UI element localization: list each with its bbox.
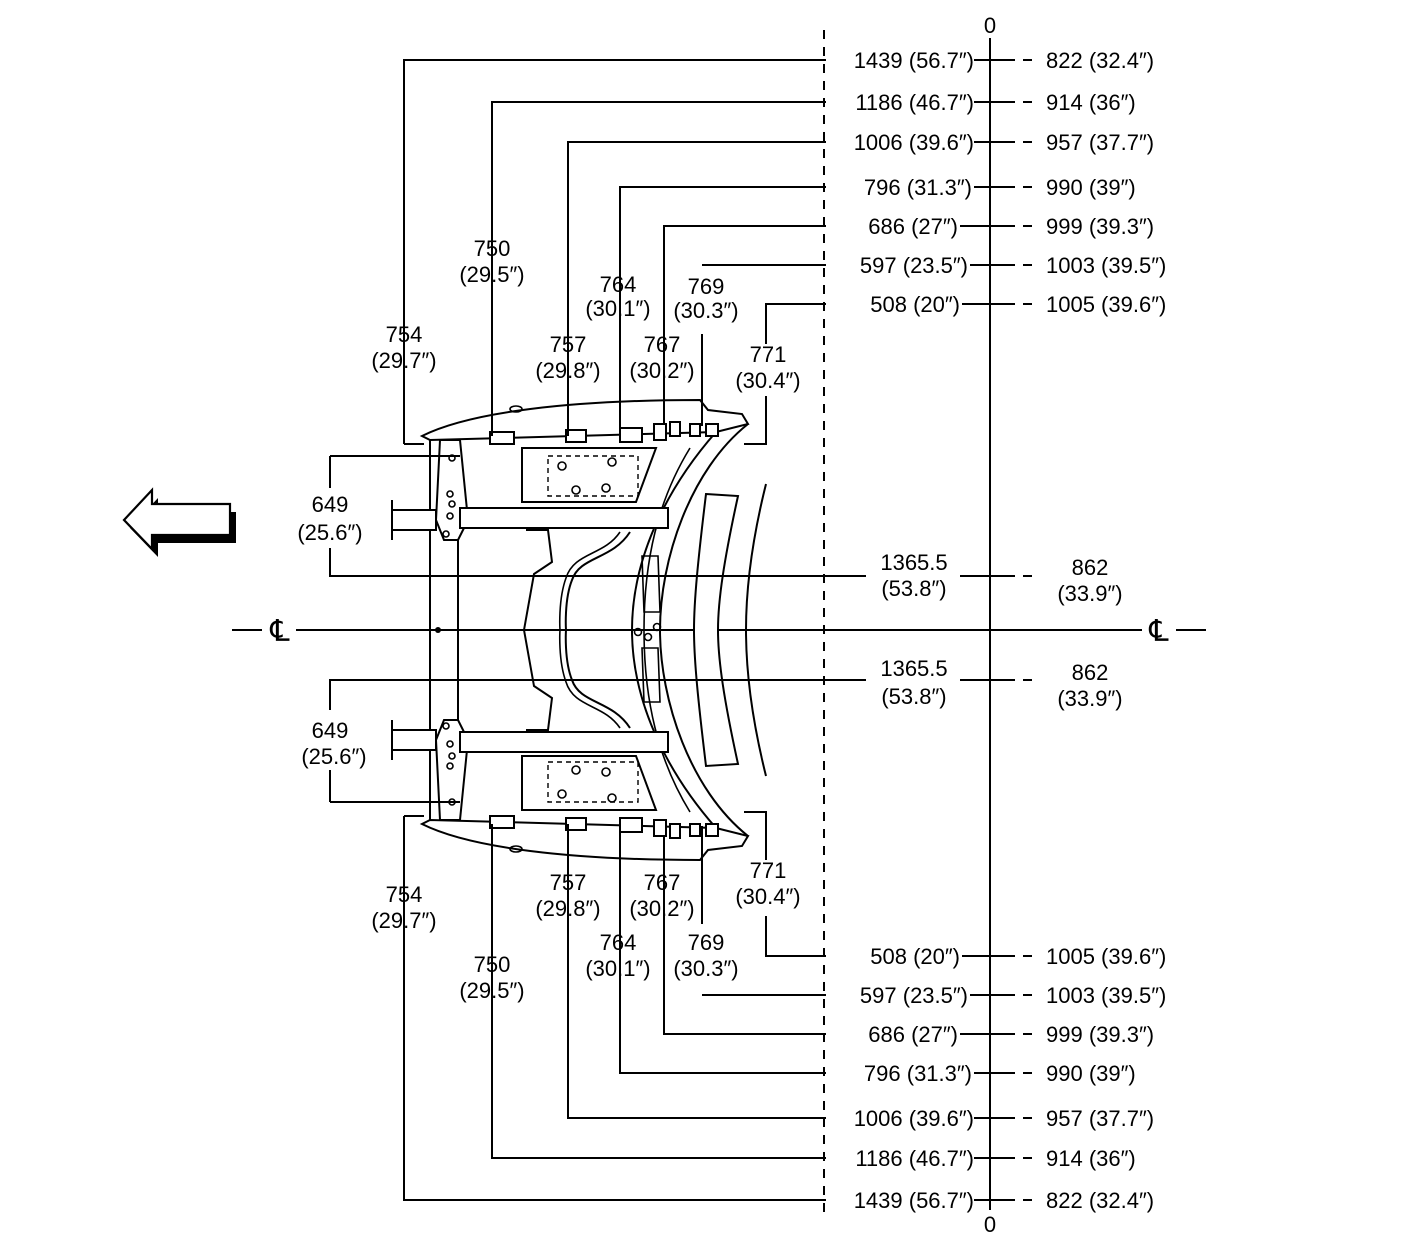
dim-bottom-957: 957 (37.7″)	[1046, 1106, 1154, 1131]
dim-top-796: 796 (31.3″)	[864, 175, 972, 200]
dim-top-649-in: (25.6″)	[297, 520, 362, 545]
dim-top-769-in: (30.3″)	[673, 298, 738, 323]
centerline-symbol-right: ℄	[1148, 615, 1169, 648]
center-bracket-inner	[564, 531, 631, 729]
right-side-leaders	[960, 59, 1040, 1201]
dim-bottom-649: 649	[312, 718, 349, 743]
center-bracket-outer	[522, 529, 554, 731]
dim-bottom-1003: 1003 (39.5″)	[1046, 983, 1166, 1008]
dim-top-649: 649	[312, 492, 349, 517]
dim-bottom-597: 597 (23.5″)	[860, 983, 968, 1008]
dim-top-1186: 1186 (46.7″)	[855, 90, 974, 115]
dim-upper-53-8: (53.8″)	[881, 576, 946, 601]
dim-bottom-771: 771	[750, 858, 787, 883]
dim-top-754-in: (29.7″)	[371, 348, 436, 373]
dim-top-771-in: (30.4″)	[735, 368, 800, 393]
dim-upper-862: 862	[1072, 555, 1109, 580]
dim-lower-53-8: (53.8″)	[881, 684, 946, 709]
dim-bottom-999: 999 (39.3″)	[1046, 1022, 1154, 1047]
dim-bottom-750: 750	[474, 952, 511, 977]
dim-top-914: 914 (36″)	[1046, 90, 1136, 115]
dim-bottom-990: 990 (39″)	[1046, 1061, 1136, 1086]
dim-bottom-764-in: (30.1″)	[585, 956, 650, 981]
top-dimension-leaders	[329, 59, 866, 577]
upper-slot	[641, 555, 661, 613]
dim-lower-33-9: (33.9″)	[1057, 686, 1122, 711]
bottom-dimension-leaders	[329, 679, 866, 1201]
bumper-outer-contour	[630, 431, 717, 829]
dim-top-757-in: (29.8″)	[535, 358, 600, 383]
fascia-curve	[744, 483, 767, 777]
dim-top-764-in: (30.1″)	[585, 296, 650, 321]
dim-bottom-750-in: (29.5″)	[459, 978, 524, 1003]
upper-bracket-stub	[391, 500, 437, 540]
dim-top-822: 822 (32.4″)	[1046, 48, 1154, 73]
dim-top-769: 769	[688, 274, 725, 299]
dim-bottom-822: 822 (32.4″)	[1046, 1188, 1154, 1213]
dim-bottom-508: 508 (20″)	[870, 944, 960, 969]
centerline-symbol-left: ℄	[269, 615, 290, 648]
dim-top-957: 957 (37.7″)	[1046, 130, 1154, 155]
dim-top-1003: 1003 (39.5″)	[1046, 253, 1166, 278]
dim-bottom-1186: 1186 (46.7″)	[855, 1146, 974, 1171]
dim-bottom-754-in: (29.7″)	[371, 908, 436, 933]
dim-bottom-769-in: (30.3″)	[673, 956, 738, 981]
dim-bottom-754: 754	[386, 882, 423, 907]
zero-label-top: 0	[984, 13, 996, 38]
upper-crossbar	[459, 507, 669, 529]
dim-top-771: 771	[750, 342, 787, 367]
dim-bottom-757: 757	[550, 870, 587, 895]
lower-slot	[641, 647, 661, 703]
dim-top-1005: 1005 (39.6″)	[1046, 292, 1166, 317]
bumper-inner-contour	[643, 447, 691, 813]
dim-top-1439: 1439 (56.7″)	[854, 48, 974, 73]
dim-lower-1365-5: 1365.5	[880, 656, 947, 681]
forward-arrow-icon	[122, 487, 236, 557]
dim-top-750-in: (29.5″)	[459, 262, 524, 287]
dim-top-508: 508 (20″)	[870, 292, 960, 317]
lower-bracket-stub	[391, 720, 437, 760]
dim-bottom-686: 686 (27″)	[868, 1022, 958, 1047]
dim-bottom-767-in: (30.2″)	[629, 896, 694, 921]
air-dam-panel	[692, 492, 740, 768]
dim-bottom-771-in: (30.4″)	[735, 884, 800, 909]
lower-crossbar	[459, 731, 669, 753]
dim-top-750: 750	[474, 236, 511, 261]
dim-bottom-1439: 1439 (56.7″)	[854, 1188, 974, 1213]
dim-bottom-757-in: (29.8″)	[535, 896, 600, 921]
zero-label-bottom: 0	[984, 1212, 996, 1237]
underbody-frame-drawing	[391, 398, 767, 862]
dim-bottom-914: 914 (36″)	[1046, 1146, 1136, 1171]
dim-bottom-764: 764	[600, 930, 637, 955]
upper-reinforcement	[521, 447, 658, 503]
dim-top-757: 757	[550, 332, 587, 357]
dim-bottom-649-in: (25.6″)	[301, 744, 366, 769]
dim-top-597: 597 (23.5″)	[860, 253, 968, 278]
dim-bottom-767: 767	[644, 870, 681, 895]
dim-bottom-769: 769	[688, 930, 725, 955]
dim-upper-1365-5: 1365.5	[880, 550, 947, 575]
dim-top-767: 767	[644, 332, 681, 357]
dim-bottom-1005: 1005 (39.6″)	[1046, 944, 1166, 969]
dim-top-767-in: (30.2″)	[629, 358, 694, 383]
dim-bottom-1006: 1006 (39.6″)	[854, 1106, 974, 1131]
dim-top-754: 754	[386, 322, 423, 347]
dim-top-999: 999 (39.3″)	[1046, 214, 1154, 239]
lower-reinforcement	[521, 755, 658, 811]
dim-bottom-796: 796 (31.3″)	[864, 1061, 972, 1086]
dim-top-686: 686 (27″)	[868, 214, 958, 239]
dim-top-1006: 1006 (39.6″)	[854, 130, 974, 155]
dim-lower-862: 862	[1072, 660, 1109, 685]
dim-upper-33-9: (33.9″)	[1057, 581, 1122, 606]
dim-top-990: 990 (39″)	[1046, 175, 1136, 200]
dim-top-764: 764	[600, 272, 637, 297]
